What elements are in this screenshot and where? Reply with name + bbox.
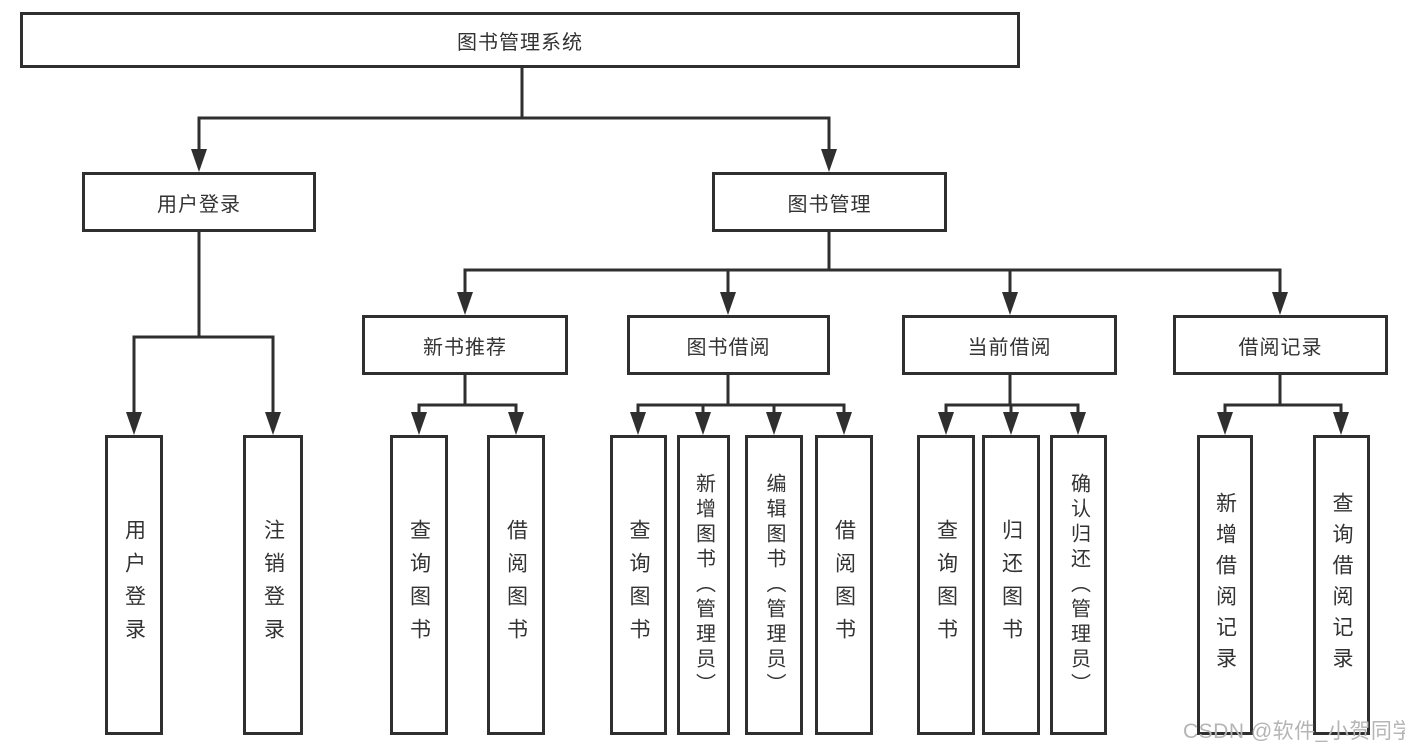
leaf-add-borrow-record: 新增借阅记录 xyxy=(1197,435,1253,735)
leaf-return-book-label: 归还图书 xyxy=(999,519,1023,651)
leaf-borrow-books: 借阅图书 xyxy=(815,435,873,735)
connector-root-to-branches xyxy=(191,68,837,172)
leaf-add-book-admin: 新增图书（管理员） xyxy=(677,435,730,735)
connector-current-borrow-to-leaves xyxy=(938,375,1086,435)
leaf-add-borrow-record-label: 新增借阅记录 xyxy=(1213,492,1237,678)
leaf-query-books-recommend: 查询图书 xyxy=(390,435,448,735)
leaf-borrow-books-recommend: 借阅图书 xyxy=(487,435,545,735)
leaf-return-book: 归还图书 xyxy=(982,435,1040,735)
leaf-borrow-books-recommend-label: 借阅图书 xyxy=(504,519,528,651)
leaf-user-login: 用户登录 xyxy=(105,435,163,735)
connector-new-book-to-leaves xyxy=(411,375,524,435)
node-book-borrow: 图书借阅 xyxy=(627,315,830,375)
leaf-user-login-label: 用户登录 xyxy=(122,519,146,651)
node-book-management: 图书管理 xyxy=(712,172,947,232)
leaf-query-books-borrow-label: 查询图书 xyxy=(627,519,650,651)
leaf-query-books-current-label: 查询图书 xyxy=(934,519,958,651)
connector-user-login-to-leaves xyxy=(126,232,281,435)
leaf-query-borrow-record: 查询借阅记录 xyxy=(1313,435,1370,735)
leaf-confirm-return-admin-label: 确认归还（管理员） xyxy=(1067,472,1090,698)
connector-book-borrow-to-leaves xyxy=(630,375,852,435)
node-borrow-records: 借阅记录 xyxy=(1173,315,1388,375)
leaf-add-book-admin-label: 新增图书（管理员） xyxy=(692,472,715,698)
node-current-borrow: 当前借阅 xyxy=(902,315,1117,375)
leaf-query-books-current: 查询图书 xyxy=(917,435,975,735)
leaf-edit-book-admin: 编辑图书（管理员） xyxy=(745,435,803,735)
connector-borrow-records-to-leaves xyxy=(1217,375,1349,435)
leaf-query-books-borrow: 查询图书 xyxy=(610,435,667,735)
leaf-borrow-books-label: 借阅图书 xyxy=(832,519,856,651)
node-user-login: 用户登录 xyxy=(82,172,316,232)
node-library-system: 图书管理系统 xyxy=(20,12,1020,68)
leaf-edit-book-admin-label: 编辑图书（管理员） xyxy=(763,472,785,698)
leaf-query-books-recommend-label: 查询图书 xyxy=(407,519,431,651)
leaf-logout: 注销登录 xyxy=(243,435,303,735)
leaf-query-borrow-record-label: 查询借阅记录 xyxy=(1330,492,1353,678)
leaf-confirm-return-admin: 确认归还（管理员） xyxy=(1050,435,1107,735)
connector-book-management-to-modules xyxy=(457,232,1288,315)
node-new-book-recommend: 新书推荐 xyxy=(362,315,568,375)
leaf-logout-label: 注销登录 xyxy=(261,519,285,651)
csdn-watermark: CSDN @软件_小贺同学 xyxy=(1183,720,1405,743)
